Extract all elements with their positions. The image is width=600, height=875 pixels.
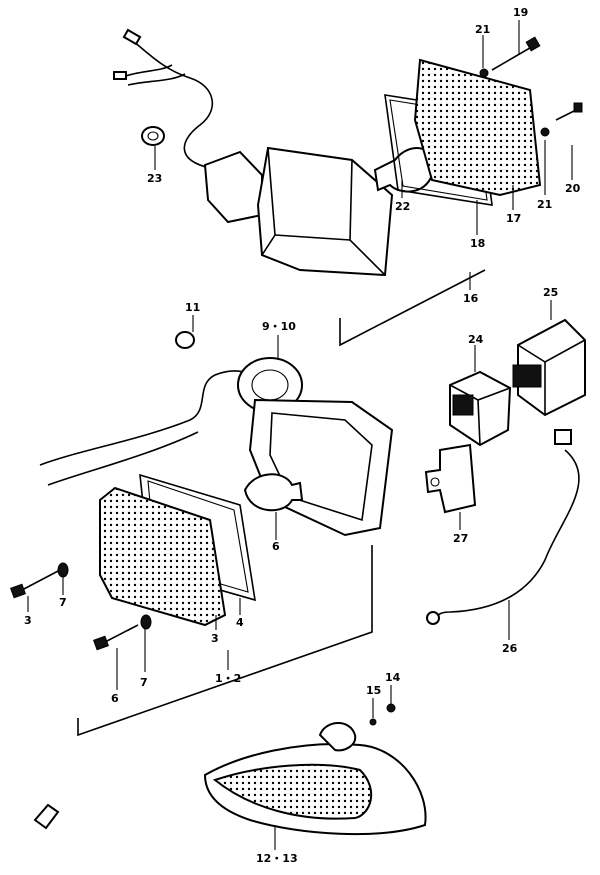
label-18: 18 [470, 237, 485, 250]
label-7-left: 7 [59, 596, 67, 609]
label-21-top: 21 [475, 23, 490, 36]
license-lamp-assembly [33, 703, 427, 836]
label-16: 16 [463, 292, 479, 305]
label-15: 15 [366, 684, 381, 697]
rear-turn-signal-assembly [113, 28, 583, 347]
label-14: 14 [385, 671, 401, 684]
label-9-10: 9・10 [262, 320, 296, 333]
label-4: 4 [236, 616, 244, 629]
label-6-bottom: 6 [111, 692, 119, 705]
label-25: 25 [543, 286, 558, 299]
label-7-bottom: 7 [140, 676, 148, 689]
part-labels: 19 21 23 22 21 20 17 18 16 25 11 9・10 24… [24, 6, 581, 865]
label-21-right: 21 [537, 198, 552, 211]
relays-group [424, 318, 586, 625]
label-24: 24 [468, 333, 484, 346]
label-26: 26 [502, 642, 518, 655]
front-turn-signal-assembly [10, 331, 394, 737]
label-19: 19 [513, 6, 528, 19]
label-23: 23 [147, 172, 162, 185]
label-22: 22 [395, 200, 410, 213]
label-8: 6 [272, 540, 280, 553]
label-3-left: 3 [24, 614, 32, 627]
label-3-right: 3 [211, 632, 219, 645]
label-20: 20 [565, 182, 581, 195]
leader-lines [27, 20, 573, 850]
label-12-13: 12・13 [256, 852, 298, 865]
label-27: 27 [453, 532, 468, 545]
label-11: 11 [185, 301, 200, 314]
label-17: 17 [506, 212, 521, 225]
label-1-2: 1・2 [215, 672, 241, 685]
